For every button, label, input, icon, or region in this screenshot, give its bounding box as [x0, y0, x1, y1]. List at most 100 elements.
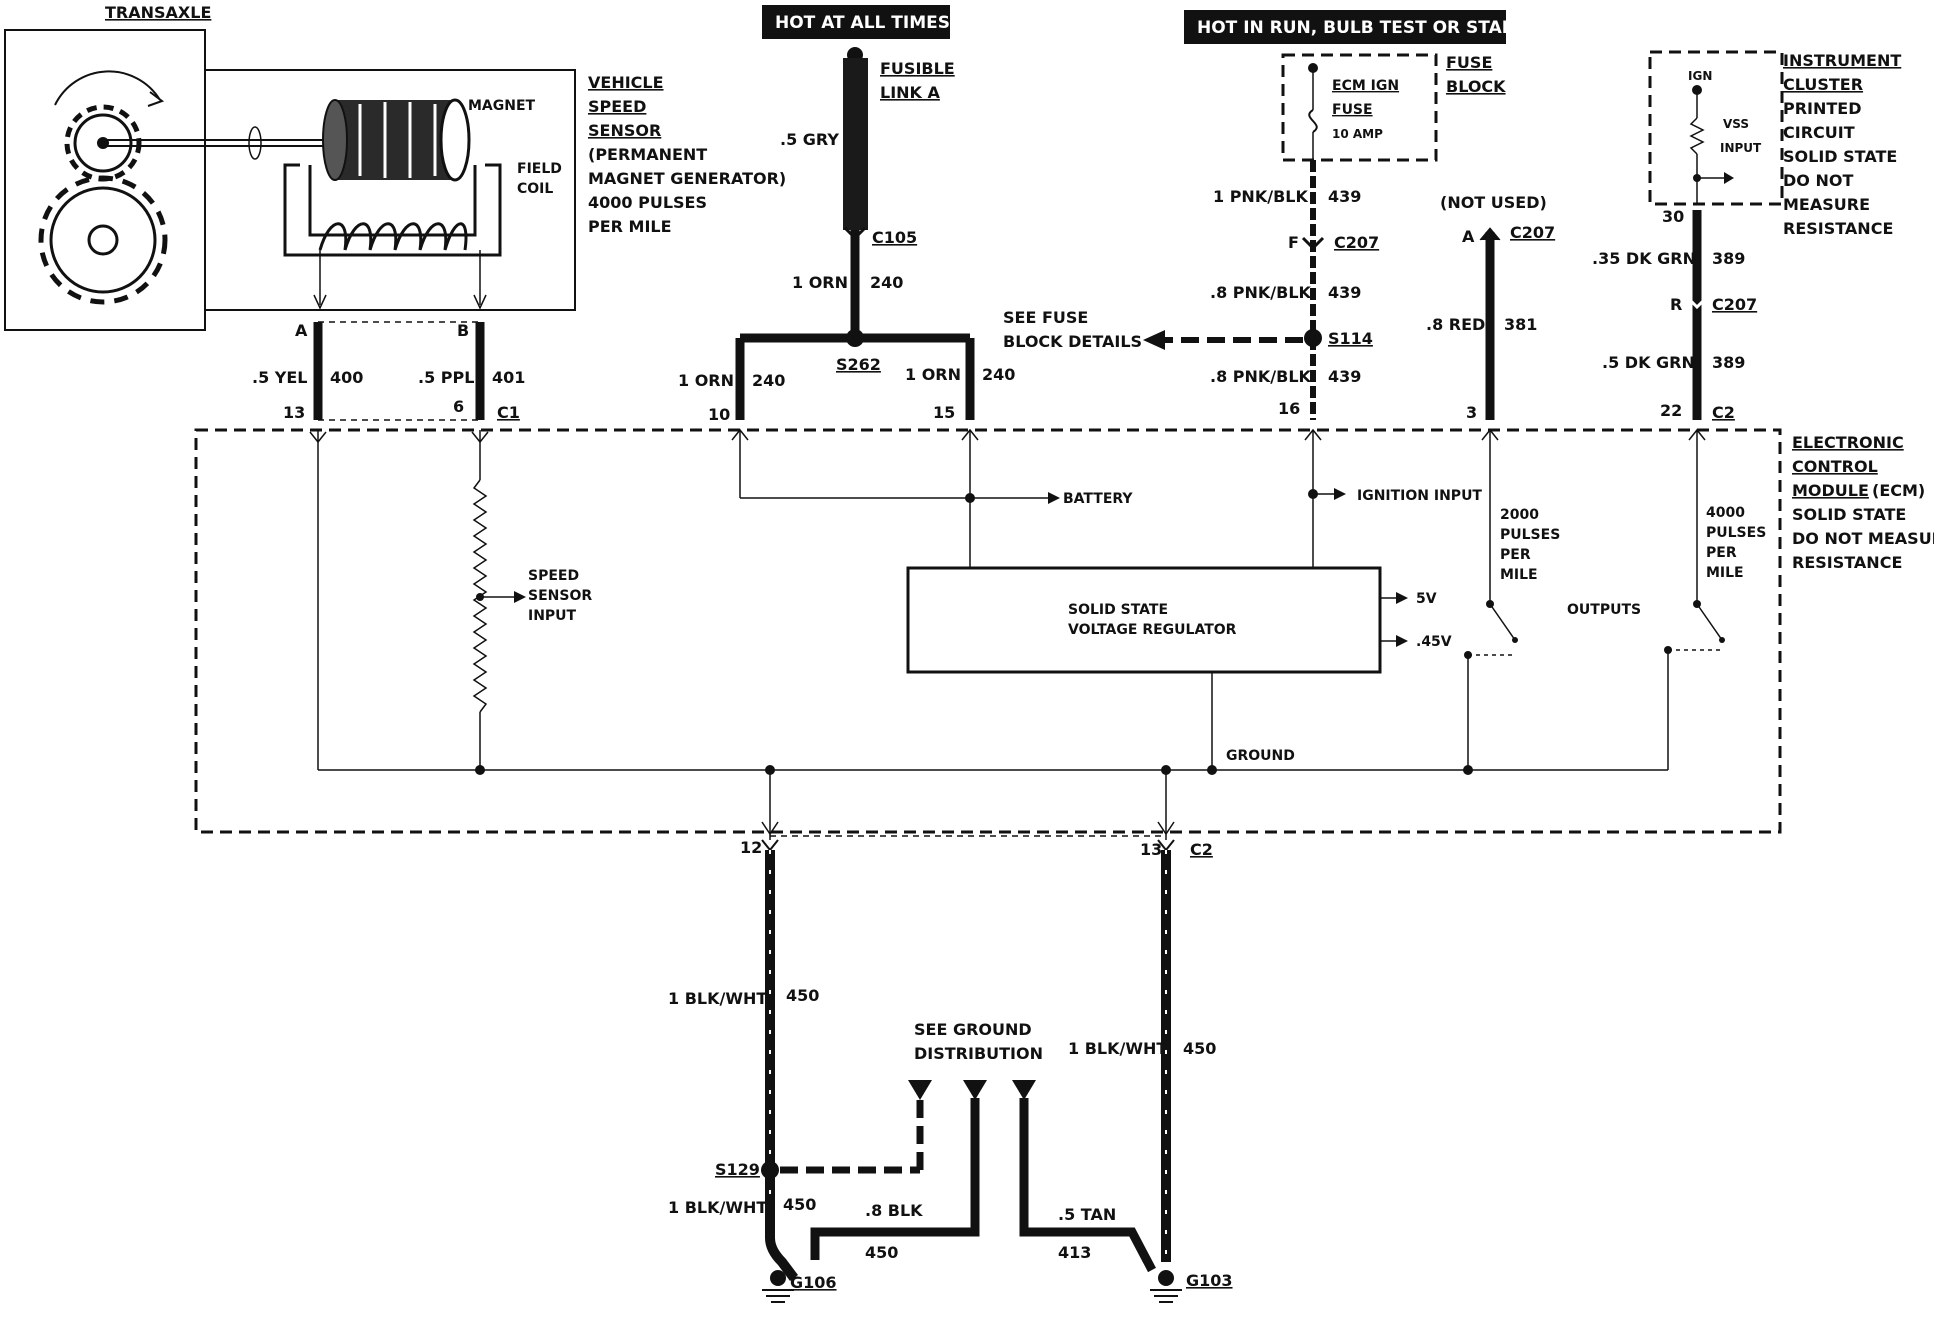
svg-text:SEE GROUND: SEE GROUND — [914, 1020, 1032, 1039]
svg-text:DO NOT MEASURE: DO NOT MEASURE — [1792, 529, 1934, 548]
hot-in-run-tag: HOT IN RUN, BULB TEST OR START — [1184, 10, 1526, 44]
svg-text:SEE FUSE: SEE FUSE — [1003, 308, 1088, 327]
not-used-circuit: (NOT USED) A C207 .8 RED 381 3 — [1426, 193, 1555, 422]
svg-text:.8 PNK/BLK: .8 PNK/BLK — [1210, 367, 1312, 386]
svg-text:SOLID STATE: SOLID STATE — [1068, 602, 1168, 618]
ground-circuit: 12 13 C2 1 BLK/WHT 450 1 BLK/WHT 450 S12… — [668, 835, 1233, 1303]
svg-text:30: 30 — [1662, 207, 1684, 226]
svg-text:450: 450 — [783, 1195, 816, 1214]
svg-text:.5 GRY: .5 GRY — [780, 130, 839, 149]
svg-text:1 BLK/WHT: 1 BLK/WHT — [668, 1198, 767, 1217]
svg-text:C207: C207 — [1334, 233, 1379, 252]
svg-text:PER MILE: PER MILE — [588, 217, 672, 236]
svg-text:PER: PER — [1706, 545, 1737, 561]
voltage-regulator: SOLID STATE VOLTAGE REGULATOR 5V .45V — [906, 566, 1452, 674]
magnet-label: MAGNET — [468, 98, 536, 114]
svg-text:15: 15 — [933, 403, 955, 422]
svg-text:G106: G106 — [790, 1273, 837, 1292]
svg-text:C207: C207 — [1712, 295, 1757, 314]
transaxle-assembly: TRANSAXLE MAGNET FIELD COIL — [4, 3, 576, 331]
small-gear-icon — [64, 104, 142, 182]
svg-text:HOT IN RUN, BULB TEST OR START: HOT IN RUN, BULB TEST OR START — [1197, 18, 1526, 38]
svg-text:INSTRUMENT: INSTRUMENT — [1783, 51, 1901, 70]
svg-text:SPEED: SPEED — [528, 568, 579, 584]
resistor-icon — [1689, 117, 1705, 155]
svg-text:4000 PULSES: 4000 PULSES — [588, 193, 707, 212]
svg-text:.5 TAN: .5 TAN — [1058, 1205, 1116, 1224]
svg-text:IGNITION INPUT: IGNITION INPUT — [1357, 488, 1482, 504]
svg-text:12: 12 — [740, 838, 762, 857]
svg-text:BATTERY: BATTERY — [1063, 491, 1133, 507]
svg-text:A: A — [295, 321, 308, 340]
svg-text:HOT AT ALL TIMES: HOT AT ALL TIMES — [775, 13, 950, 33]
svg-text:22: 22 — [1660, 401, 1682, 420]
svg-text:SENSOR: SENSOR — [588, 121, 661, 140]
ecm-arrows-dots — [475, 488, 1725, 775]
svg-text:450: 450 — [1183, 1039, 1216, 1058]
svg-text:1 BLK/WHT: 1 BLK/WHT — [1068, 1039, 1167, 1058]
svg-text:MODULE: MODULE — [1792, 481, 1869, 500]
svg-text:.35 DK GRN: .35 DK GRN — [1592, 249, 1696, 268]
svg-text:VEHICLE: VEHICLE — [588, 73, 664, 92]
ecm-internal-labels: BATTERY IGNITION INPUT SPEED SENSOR INPU… — [528, 488, 1766, 764]
field-coil-icon — [283, 163, 502, 310]
svg-text:A: A — [1462, 227, 1475, 246]
svg-text:S262: S262 — [836, 355, 881, 374]
svg-text:13: 13 — [1140, 840, 1162, 859]
see-fuse-block-arrow: SEE FUSE BLOCK DETAILS — [1003, 308, 1305, 351]
svg-text:1 ORN: 1 ORN — [678, 371, 734, 390]
svg-text:VOLTAGE REGULATOR: VOLTAGE REGULATOR — [1068, 622, 1237, 638]
fuse-icon — [1308, 109, 1318, 133]
svg-text:.45V: .45V — [1416, 634, 1452, 650]
svg-text:1 ORN: 1 ORN — [792, 273, 848, 292]
svg-text:C2: C2 — [1190, 840, 1213, 859]
ground-symbol-icon — [1150, 1270, 1182, 1303]
field-coil-label-1: FIELD — [517, 161, 562, 177]
svg-text:.5 PPL: .5 PPL — [418, 368, 474, 387]
svg-text:PULSES: PULSES — [1500, 527, 1560, 543]
svg-text:240: 240 — [870, 273, 903, 292]
svg-text:.5 DK GRN: .5 DK GRN — [1602, 353, 1695, 372]
ground-symbol-icon — [762, 1270, 794, 1303]
svg-text:439: 439 — [1328, 367, 1361, 386]
svg-text:IGN: IGN — [1688, 69, 1712, 83]
svg-text:PER: PER — [1500, 547, 1531, 563]
svg-text:240: 240 — [982, 365, 1015, 384]
svg-text:10: 10 — [708, 405, 730, 424]
svg-text:413: 413 — [1058, 1243, 1091, 1262]
svg-text:S129: S129 — [715, 1160, 760, 1179]
svg-text:VSS: VSS — [1723, 117, 1749, 131]
svg-text:389: 389 — [1712, 353, 1745, 372]
svg-text:439: 439 — [1328, 283, 1361, 302]
svg-text:GROUND: GROUND — [1226, 748, 1295, 764]
svg-text:MAGNET GENERATOR): MAGNET GENERATOR) — [588, 169, 786, 188]
svg-text:5V: 5V — [1416, 591, 1437, 607]
ecm-internal-wiring — [309, 428, 1723, 840]
svg-text:SOLID STATE: SOLID STATE — [1783, 147, 1897, 166]
svg-text:2000: 2000 — [1500, 507, 1539, 523]
vss-wires: A B .5 YEL 400 .5 PPL 401 13 6 C1 — [252, 321, 525, 422]
svg-text:G103: G103 — [1186, 1271, 1233, 1290]
svg-text:PULSES: PULSES — [1706, 525, 1766, 541]
svg-text:B: B — [457, 321, 469, 340]
svg-text:DO NOT: DO NOT — [1783, 171, 1853, 190]
magnet-icon — [322, 98, 471, 182]
field-coil-label-2: COIL — [517, 181, 553, 197]
svg-text:439: 439 — [1328, 187, 1361, 206]
svg-text:LINK A: LINK A — [880, 83, 941, 102]
svg-text:401: 401 — [492, 368, 525, 387]
svg-text:4000: 4000 — [1706, 505, 1745, 521]
svg-text:.8 BLK: .8 BLK — [865, 1201, 923, 1220]
svg-text:C105: C105 — [872, 228, 917, 247]
svg-text:SENSOR: SENSOR — [528, 588, 592, 604]
ecm-module: ELECTRONIC CONTROL MODULE (ECM) SOLID ST… — [194, 428, 1934, 834]
svg-text:13: 13 — [283, 403, 305, 422]
svg-text:C207: C207 — [1510, 223, 1555, 242]
svg-text:10 AMP: 10 AMP — [1332, 127, 1383, 141]
svg-text:ECM IGN: ECM IGN — [1332, 78, 1399, 94]
svg-text:(PERMANENT: (PERMANENT — [588, 145, 707, 164]
ground-distribution-arrow-icon — [963, 1080, 987, 1100]
svg-text:3: 3 — [1466, 403, 1477, 422]
